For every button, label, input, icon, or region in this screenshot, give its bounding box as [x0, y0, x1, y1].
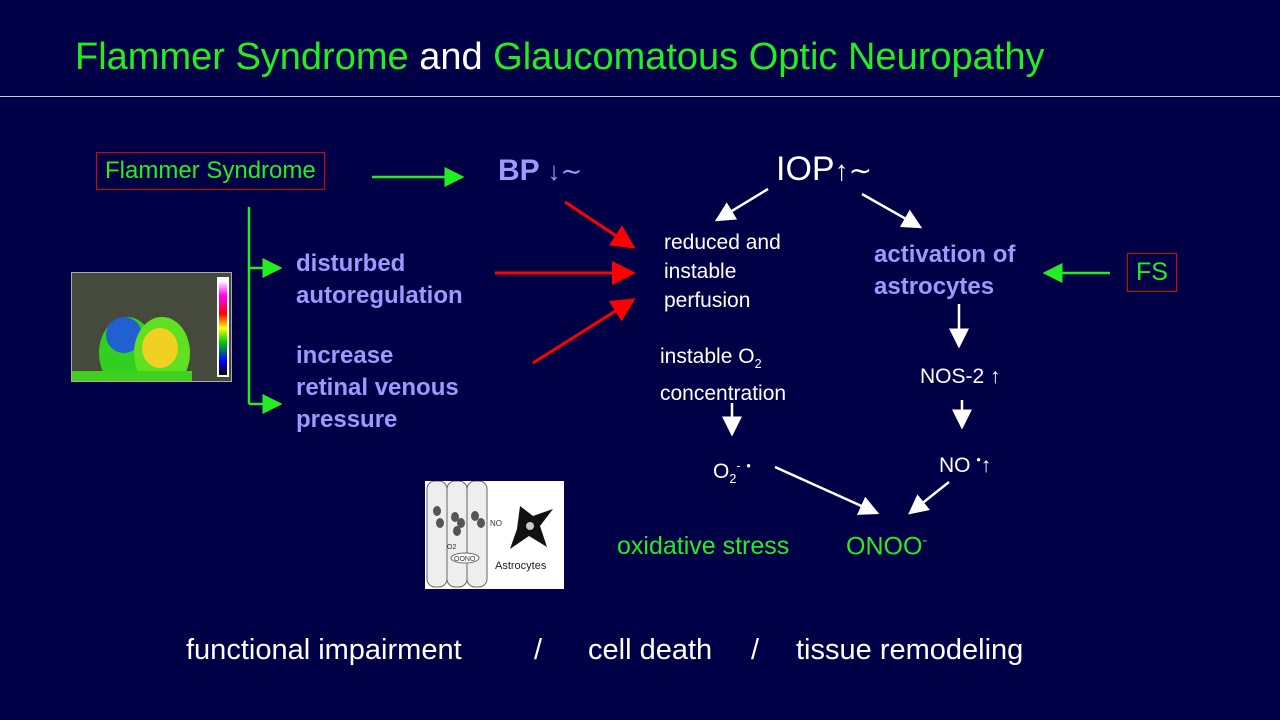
thermal-feet-image: [71, 272, 232, 382]
arrow-no-to-onoo: [908, 481, 950, 515]
reduced-perfusion: reduced and instable perfusion: [664, 228, 781, 315]
cells: [433, 506, 485, 536]
outcome-functional-impairment: functional impairment: [186, 634, 462, 666]
outcome-tissue-remodeling: tissue remodeling: [796, 634, 1024, 666]
o2-label: O2: [447, 544, 456, 551]
legs: [72, 371, 192, 381]
slide-title: Flammer Syndrome and Glaucomatous Optic …: [75, 36, 1044, 79]
activation-astrocytes: activation of astrocytes: [874, 239, 1015, 303]
foot-left-toes: [106, 317, 142, 353]
no-radical: NO •↑: [939, 446, 991, 480]
arrow-superoxide-to-onoo: [774, 465, 880, 515]
title-flammer: Flammer Syndrome: [75, 36, 409, 78]
iop-node: IOP↑∼: [776, 150, 872, 189]
arrow-iop-to-astrocytes: [861, 192, 923, 229]
o2-sub: 2: [729, 472, 737, 487]
separator: /: [534, 634, 543, 666]
subscript: 2: [754, 357, 762, 372]
text-line: astrocytes: [874, 273, 995, 300]
astrocyte-graphic: NO O2 OONO Astrocytes: [426, 481, 553, 588]
oono-ellipse: [450, 552, 480, 564]
temperature-scale: [219, 281, 227, 375]
text-line: perfusion: [664, 289, 751, 312]
text-line: pressure: [296, 406, 398, 433]
outcome-cell-death: cell death: [588, 634, 713, 666]
no-label: NO: [490, 519, 502, 528]
instable-o2: instable O2 concentration: [660, 342, 786, 408]
text-line: concentration: [660, 382, 787, 406]
up-arrow: ↑: [980, 454, 992, 477]
text-line: activation of: [874, 241, 1016, 268]
astrocytes-label: Astrocytes: [495, 560, 547, 572]
iop-trend: ↑∼: [834, 155, 873, 186]
radical-dot: •: [746, 459, 751, 473]
title-and: and: [408, 36, 494, 78]
bp-trend: ↓∼: [547, 156, 583, 186]
radical-dot: •: [976, 453, 981, 467]
flammer-syndrome-box: Flammer Syndrome: [96, 152, 325, 190]
o2-sup: -: [736, 459, 741, 473]
text-line: instable: [664, 260, 737, 283]
bp-node: BP ↓∼: [498, 154, 582, 188]
arrow-bp-to-perfusion: [564, 200, 636, 249]
o2-radical: O2- •: [713, 452, 751, 494]
text-line: disturbed: [296, 250, 406, 277]
onoo-base: ONOO: [846, 532, 923, 561]
title-divider: [0, 96, 1280, 97]
onoo-node: ONOO-: [846, 532, 927, 561]
title-gon: Glaucomatous Optic Neuropathy: [493, 36, 1045, 78]
foot-right-warm: [142, 328, 178, 368]
text-line: increase: [296, 342, 394, 369]
iop-label: IOP: [776, 150, 835, 188]
fs-box: FS: [1127, 253, 1177, 292]
arrow-iop-to-perfusion: [714, 187, 769, 222]
nos2-node: NOS-2 ↑: [920, 365, 1001, 388]
text-line: reduced and: [664, 231, 781, 254]
text-line: retinal venous: [296, 374, 459, 401]
oxidative-stress: oxidative stress: [617, 532, 790, 560]
astrocyte-figure: NO O2 OONO Astrocytes: [425, 481, 564, 589]
onoo-sup: -: [922, 532, 928, 549]
retinal-venous-pressure: increase retinal venous pressure: [296, 340, 459, 436]
oono-label: OONO: [454, 556, 476, 563]
separator: /: [751, 634, 760, 666]
text-line: instable O: [660, 345, 755, 368]
text-line: autoregulation: [296, 282, 463, 309]
no-base: NO: [939, 454, 971, 477]
bp-label: BP: [498, 154, 540, 187]
thermal-feet-graphic: [72, 277, 229, 381]
arrow-venous-to-perfusion: [532, 298, 636, 365]
astrocyte-nucleus: [526, 522, 534, 530]
disturbed-autoregulation: disturbed autoregulation: [296, 248, 463, 312]
o2-base: O: [713, 460, 730, 483]
